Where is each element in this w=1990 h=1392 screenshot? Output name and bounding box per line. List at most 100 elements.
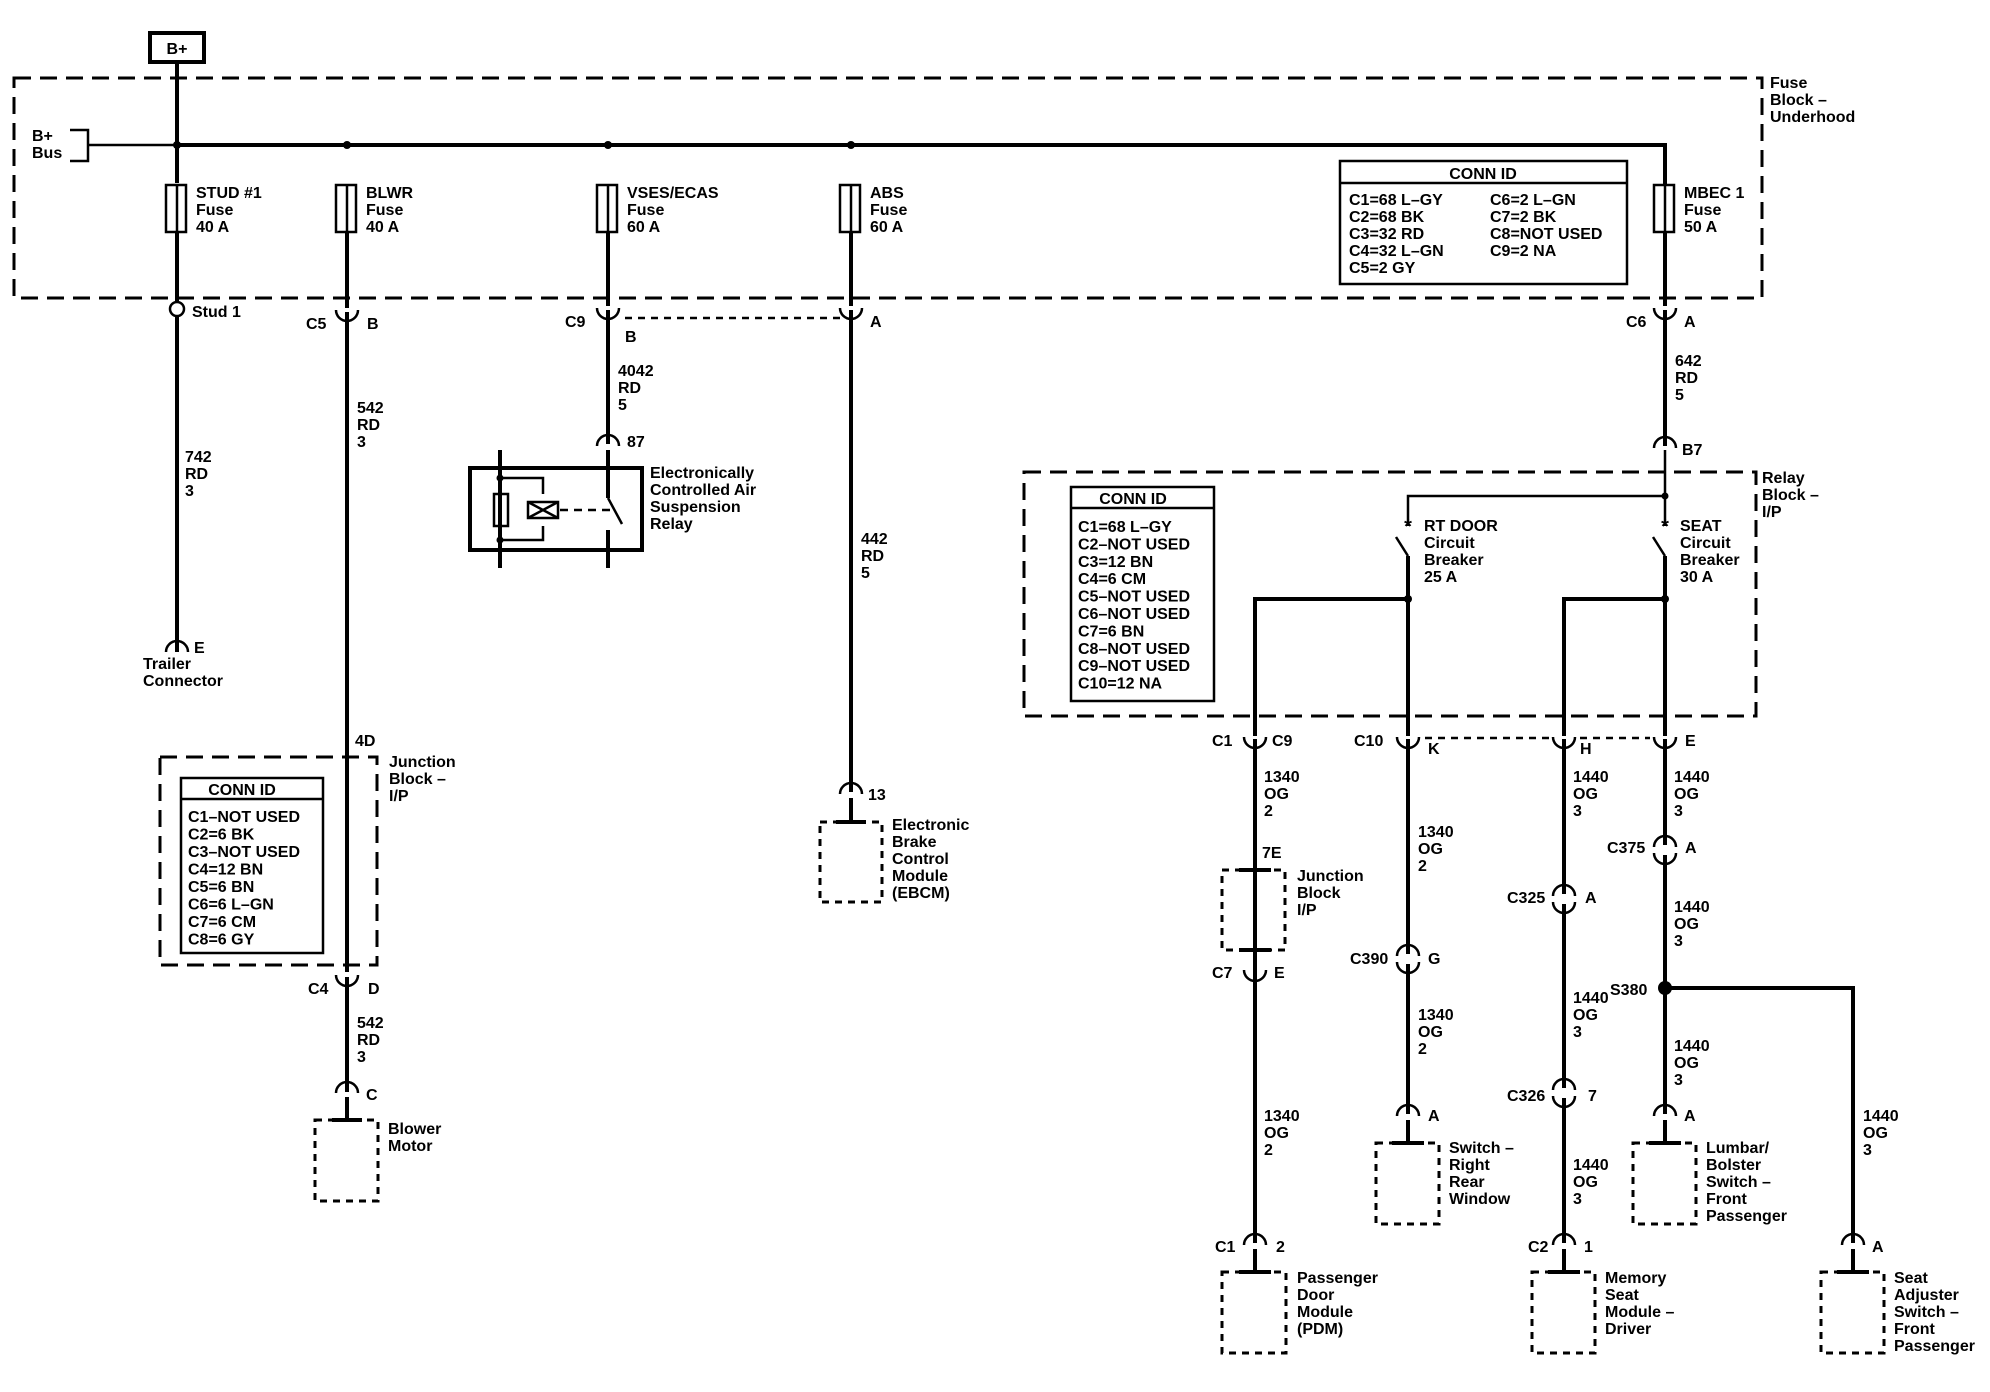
svg-text:C6: C6 <box>1626 314 1647 331</box>
svg-text:D: D <box>368 981 380 998</box>
stud1-label: Stud 1 <box>192 304 241 321</box>
svg-text:87: 87 <box>627 434 645 451</box>
svg-text:*: * <box>1661 516 1669 538</box>
svg-text:B7: B7 <box>1682 442 1703 459</box>
svg-text:A: A <box>1684 314 1696 331</box>
svg-text:G: G <box>1428 951 1440 968</box>
svg-text:E: E <box>1685 733 1696 750</box>
svg-text:A: A <box>1428 1108 1440 1125</box>
blower-motor-box <box>313 1118 380 1203</box>
bplus-box: B+ <box>148 31 206 64</box>
bus-label: B+Bus <box>32 128 62 162</box>
svg-text:CONN ID: CONN ID <box>208 782 276 799</box>
relay-block-ip-outline <box>1022 470 1758 718</box>
suspension-relay <box>468 450 644 568</box>
svg-text:C1: C1 <box>1215 1239 1236 1256</box>
svg-text:C7: C7 <box>1212 965 1233 982</box>
svg-text:B: B <box>625 329 637 346</box>
pdm-box <box>1220 1270 1288 1355</box>
svg-text:H: H <box>1580 741 1592 758</box>
svg-text:C1: C1 <box>1212 733 1233 750</box>
fuse-block-outline <box>12 76 1764 300</box>
svg-text:2: 2 <box>1276 1239 1285 1256</box>
switch-right-rear-window-box <box>1374 1141 1441 1226</box>
ebcm-box <box>818 820 884 904</box>
svg-text:A: A <box>1685 840 1697 857</box>
seat-adjuster-switch-box <box>1819 1270 1886 1355</box>
bplus-label: B+ <box>167 41 188 58</box>
svg-text:C9: C9 <box>1272 733 1293 750</box>
svg-text:C5: C5 <box>306 316 327 333</box>
memory-seat-module-box <box>1530 1270 1597 1355</box>
svg-text:4D: 4D <box>355 733 375 750</box>
svg-text:7E: 7E <box>1262 845 1282 862</box>
svg-text:A: A <box>1872 1239 1884 1256</box>
svg-text:E: E <box>194 640 205 657</box>
svg-text:7: 7 <box>1588 1088 1597 1105</box>
svg-text:A: A <box>1684 1108 1696 1125</box>
lumbar-switch-box <box>1631 1141 1698 1226</box>
svg-text:K: K <box>1428 741 1440 758</box>
svg-text:13: 13 <box>868 787 886 804</box>
svg-text:C390: C390 <box>1350 951 1388 968</box>
svg-text:C10: C10 <box>1354 733 1383 750</box>
svg-text:B: B <box>367 316 379 333</box>
stud1-terminal <box>168 300 186 318</box>
svg-text:E: E <box>1274 965 1285 982</box>
svg-text:C4: C4 <box>308 981 329 998</box>
svg-text:*: * <box>1404 516 1412 538</box>
svg-text:A: A <box>1585 890 1597 907</box>
svg-text:C9: C9 <box>565 314 586 331</box>
svg-text:C325: C325 <box>1507 890 1545 907</box>
splice-s380-label: S380 <box>1610 982 1647 999</box>
svg-text:C: C <box>366 1087 378 1104</box>
junction-block-ip-outline <box>158 755 379 967</box>
